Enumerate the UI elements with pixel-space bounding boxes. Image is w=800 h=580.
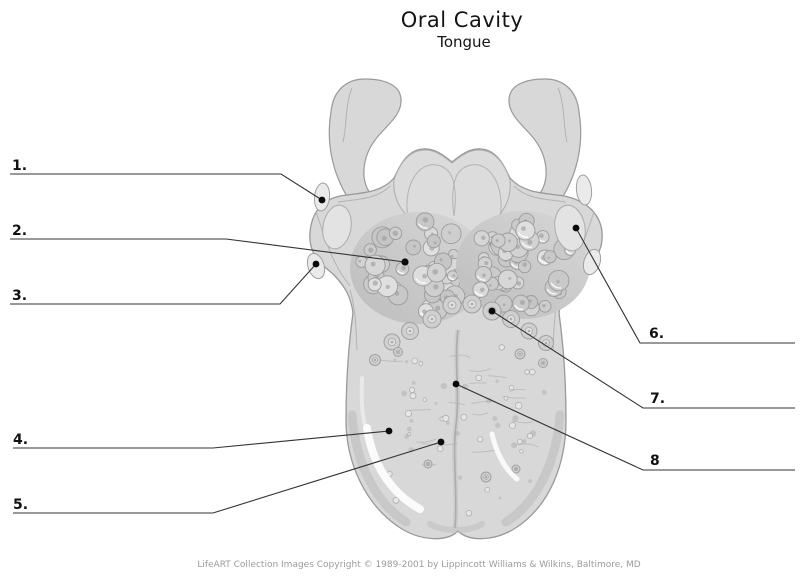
- label-1: 1.: [10, 158, 326, 204]
- copyright-text: LifeART Collection Images Copyright © 19…: [197, 560, 641, 570]
- label-8-line: [455, 383, 795, 471]
- circumvallate-papillae: [369, 294, 554, 483]
- label-2: 2.: [10, 223, 409, 266]
- label-2-line: [10, 238, 406, 263]
- label-5-dot: [437, 438, 445, 446]
- fold-right-upper: [575, 174, 593, 206]
- label-7: 7.: [488, 307, 795, 409]
- label-8: 8: [452, 380, 795, 471]
- label-3-dot: [312, 260, 320, 268]
- label-6-number: 6.: [649, 326, 664, 342]
- label-8-dot: [452, 380, 460, 388]
- label-2-dot: [401, 258, 409, 266]
- label-7-number: 7.: [650, 391, 665, 407]
- lingual-tonsil-right: [456, 211, 590, 319]
- label-1-number: 1.: [12, 158, 27, 174]
- cobblestone-texture: [472, 212, 577, 317]
- label-3-number: 3.: [12, 288, 27, 304]
- label-5: 5.: [13, 438, 445, 514]
- page-subtitle: Tongue: [437, 33, 491, 51]
- median-sulcus: [452, 329, 461, 529]
- label-1-line: [10, 173, 323, 201]
- label-5-number: 5.: [13, 497, 28, 513]
- label-6-dot: [572, 224, 580, 232]
- label-4-line: [13, 430, 390, 449]
- palatine-tonsil-left: [322, 204, 352, 250]
- label-4: 4.: [13, 427, 393, 449]
- label-7-line: [491, 310, 795, 409]
- page-title: Oral Cavity: [400, 8, 524, 32]
- palatine-tonsil-right: [554, 204, 586, 252]
- label-6-line: [575, 227, 795, 344]
- labels: 1. 2. 3. 4. 5.: [10, 158, 795, 514]
- fold-right-lower: [582, 248, 602, 276]
- label-6: 6.: [572, 224, 795, 344]
- palatine-structures: [306, 174, 602, 280]
- label-3: 3.: [10, 260, 320, 305]
- label-5-line: [13, 441, 442, 514]
- fungiform-papillae: [386, 344, 547, 517]
- label-3-line: [10, 263, 317, 305]
- filiform-texture: [381, 354, 539, 467]
- label-7-dot: [488, 307, 496, 315]
- label-2-number: 2.: [12, 223, 27, 239]
- label-1-dot: [318, 196, 326, 204]
- label-4-dot: [385, 427, 393, 435]
- label-4-number: 4.: [13, 432, 28, 448]
- label-8-number: 8: [650, 453, 660, 469]
